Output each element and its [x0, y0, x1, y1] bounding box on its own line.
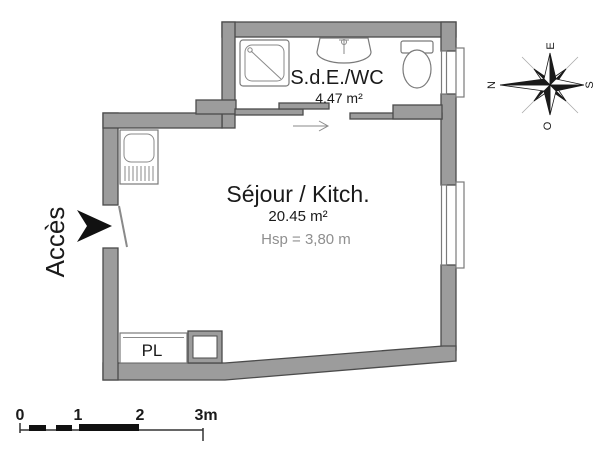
bathroom-name: S.d.E./WC [290, 67, 383, 89]
scale-bar: 0 1 2 3m [16, 407, 218, 441]
living-ceiling-height: Hsp = 3,80 m [261, 231, 351, 248]
kitchen-sink-unit [119, 129, 159, 185]
sliding-direction-arrow-icon [293, 120, 330, 132]
closet-pl: PL [119, 332, 188, 364]
kitchen-sink-drainer [124, 166, 154, 181]
toilet-bowl [402, 49, 432, 89]
kitchen-sink [119, 129, 159, 185]
shower-drain-icon [247, 47, 253, 53]
shower-tray [239, 39, 290, 87]
partition-bathroom-right-step [392, 104, 443, 120]
window-frame [455, 47, 465, 98]
window-frame [455, 181, 465, 269]
compass-rose: E N S O [486, 42, 596, 130]
closet-label: PL [142, 341, 163, 360]
window-glazing [440, 184, 448, 266]
wall-bathroom-top [221, 21, 457, 38]
entrance: Accès [40, 205, 128, 278]
compass-letter-n: N [486, 81, 498, 89]
window-bathroom [440, 47, 465, 98]
kitchen-sink-basin [123, 133, 155, 163]
sliding-door [278, 102, 330, 110]
entry-door-leaf [118, 205, 128, 248]
scale-label-1: 1 [74, 407, 83, 424]
scale-label-3m: 3m [194, 407, 217, 424]
compass-letter-e: E [545, 42, 557, 49]
compass-point-right-white [549, 78, 585, 86]
window-living [440, 181, 465, 269]
compass-point-left-black [499, 78, 551, 86]
scale-solid-segment [79, 424, 139, 431]
compass-letter-s: S [584, 81, 596, 88]
living-area: 20.45 m² [268, 208, 327, 225]
wall-living-top [102, 112, 223, 129]
shower-diagonal [250, 50, 282, 80]
washbasin [316, 37, 372, 64]
bathroom-area: 4.47 m² [315, 90, 363, 106]
toilet [400, 40, 434, 89]
compass-letter-o: O [542, 121, 554, 130]
wall-right-middle [440, 93, 457, 186]
wall-bottom-sloped [102, 345, 457, 381]
living-name: Séjour / Kitch. [226, 181, 369, 207]
wall-living-top-step [195, 99, 237, 115]
wall-left-lower [102, 247, 119, 381]
entrance-label: Accès [40, 207, 70, 278]
scale-dash-1 [29, 425, 46, 431]
duct-shaft-inner [192, 335, 218, 359]
scale-dash-2 [56, 425, 72, 431]
window-glazing [440, 50, 448, 95]
shower-inner [244, 44, 285, 82]
wall-right-lower [440, 264, 457, 351]
entry-arrow-icon [77, 210, 112, 242]
compass-point-left-white [499, 84, 551, 92]
wall-right-upper [440, 21, 457, 52]
scale-label-0: 0 [16, 407, 25, 424]
partition-bathroom-left [234, 108, 304, 116]
scale-label-2: 2 [136, 407, 145, 424]
